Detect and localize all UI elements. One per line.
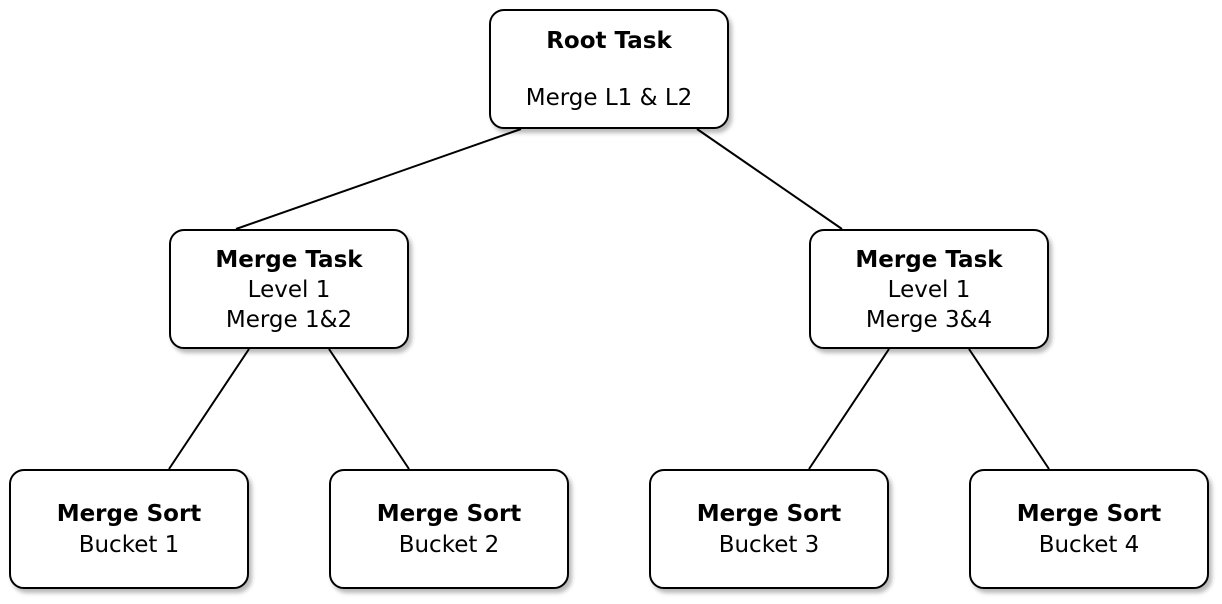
node-title: Merge Sort xyxy=(696,501,842,527)
merge-task-left-node: Merge Task Level 1 Merge 1&2 xyxy=(169,229,409,349)
node-level: Level 1 xyxy=(247,277,331,303)
merge-sort-bucket1-node: Merge Sort Bucket 1 xyxy=(9,469,249,589)
node-level: Level 1 xyxy=(887,277,971,303)
node-detail: Bucket 1 xyxy=(78,532,180,558)
node-detail: Merge L1 & L2 xyxy=(525,85,693,111)
merge-task-right-node: Merge Task Level 1 Merge 3&4 xyxy=(809,229,1049,349)
node-detail: Bucket 4 xyxy=(1038,532,1140,558)
edge-root-to-merge-right xyxy=(696,128,843,230)
edge-merge-right-to-bucket3 xyxy=(808,348,890,470)
edge-merge-left-to-bucket1 xyxy=(168,348,250,470)
node-detail: Bucket 2 xyxy=(398,532,500,558)
node-detail: Bucket 3 xyxy=(718,532,820,558)
edge-merge-left-to-bucket2 xyxy=(328,348,410,470)
edge-merge-right-to-bucket4 xyxy=(968,348,1050,470)
node-title: Merge Sort xyxy=(1016,501,1162,527)
node-title: Merge Sort xyxy=(376,501,522,527)
node-title: Root Task xyxy=(546,28,672,54)
node-title: Merge Sort xyxy=(56,501,202,527)
root-task-node: Root Task Merge L1 & L2 xyxy=(489,9,729,129)
node-detail: Merge 3&4 xyxy=(865,307,993,333)
edge-root-to-merge-left xyxy=(235,128,522,230)
node-detail: Merge 1&2 xyxy=(225,307,353,333)
node-title: Merge Task xyxy=(215,247,363,273)
merge-sort-bucket4-node: Merge Sort Bucket 4 xyxy=(969,469,1209,589)
node-title: Merge Task xyxy=(855,247,1003,273)
merge-sort-bucket2-node: Merge Sort Bucket 2 xyxy=(329,469,569,589)
merge-sort-bucket3-node: Merge Sort Bucket 3 xyxy=(649,469,889,589)
